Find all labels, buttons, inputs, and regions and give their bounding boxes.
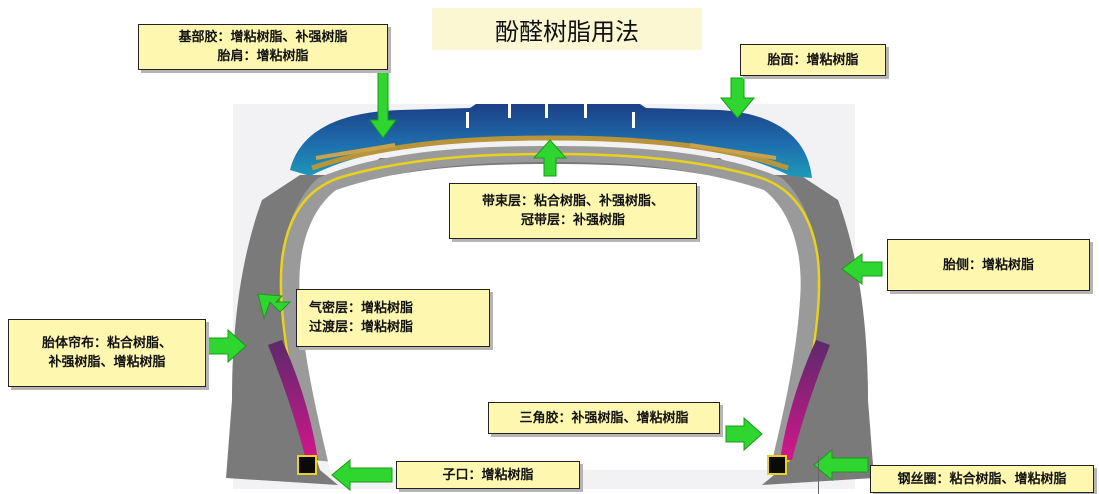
apex-right [780, 340, 830, 460]
label-sidewall: 胎侧：增粘树脂 [887, 239, 1090, 291]
label-chafer-line1: 子口：增粘树脂 [442, 467, 534, 483]
tread-grooves [466, 104, 635, 128]
arrow-sidewall [841, 253, 883, 285]
label-apex: 三角胶：补强树脂、增粘树脂 [488, 402, 720, 434]
label-chafer: 子口：增粘树脂 [396, 461, 580, 489]
apex-left [268, 340, 318, 460]
arrow-belt [532, 139, 568, 177]
label-base-rubber: 基部胶：增粘树脂、补强树脂 胎肩：增粘树脂 [138, 24, 388, 70]
label-carcass-line2: 补强树脂、增粘树脂 [48, 355, 166, 370]
divider-line [818, 456, 819, 494]
label-base-rubber-line2: 胎肩：增粘树脂 [217, 49, 309, 64]
label-bead-wire-line1: 钢丝圈：粘合树脂、增粘树脂 [897, 471, 1067, 487]
arrow-bead-wire [813, 448, 869, 482]
label-carcass: 胎体帘布：粘合树脂、 补强树脂、增粘树脂 [8, 319, 206, 387]
label-tread: 胎面：增粘树脂 [740, 44, 886, 76]
label-belt-line1: 带束层：粘合树脂、补强树脂、 [481, 194, 664, 209]
arrow-innerliner [257, 293, 292, 320]
diagram-title: 酚醛树脂用法 [432, 8, 702, 50]
label-sidewall-line1: 胎侧：增粘树脂 [942, 257, 1034, 273]
bead-wire-left [297, 455, 317, 475]
arrow-chafer [331, 458, 393, 492]
bead-wire-right [767, 455, 787, 475]
arrow-base-rubber [369, 59, 397, 139]
cavity-interior [299, 164, 801, 470]
label-tread-line1: 胎面：增粘树脂 [767, 52, 859, 68]
label-bead-wire: 钢丝圈：粘合树脂、增粘树脂 [870, 465, 1094, 493]
label-innerliner-line2: 过渡层：增粘树脂 [309, 320, 414, 335]
label-innerliner-line1: 气密层：增粘树脂 [309, 301, 414, 316]
sidewall-body [226, 158, 874, 485]
label-innerliner: 气密层：增粘树脂 过渡层：增粘树脂 [296, 289, 490, 347]
arrow-apex [725, 416, 763, 452]
tread-block [290, 104, 812, 178]
arrow-carcass [207, 328, 247, 364]
label-belt-line2: 冠带层：补强树脂 [520, 213, 625, 228]
shoulder-belt-right [689, 143, 777, 160]
tire-cavity [281, 146, 819, 462]
label-carcass-line1: 胎体帘布：粘合树脂、 [41, 336, 172, 351]
arrow-tread [719, 77, 756, 119]
label-apex-line1: 三角胶：补强树脂、增粘树脂 [519, 410, 689, 426]
label-belt: 带束层：粘合树脂、补强树脂、 冠带层：补强树脂 [449, 183, 697, 239]
shoulder-belt-left [315, 143, 396, 160]
label-base-rubber-line1: 基部胶：增粘树脂、补强树脂 [178, 30, 348, 45]
